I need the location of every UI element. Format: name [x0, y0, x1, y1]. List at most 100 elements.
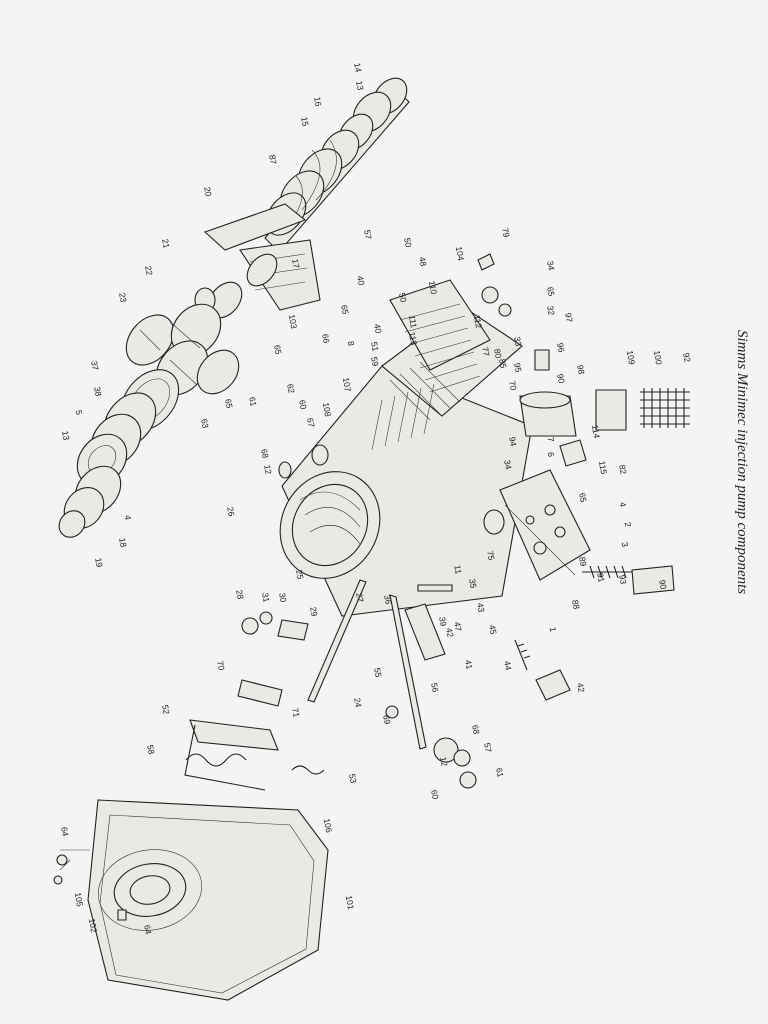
- part-number-label: 79: [500, 227, 512, 238]
- part-number-label: 55: [372, 667, 384, 678]
- part-number-label: 96: [555, 342, 567, 353]
- part-number-label: 22: [143, 265, 155, 276]
- part-number-label: 107: [341, 377, 353, 393]
- part-number-label: 8: [346, 340, 357, 347]
- part-number-label: 91: [595, 572, 607, 583]
- part-number-label: 61: [494, 767, 506, 778]
- part-number-label: 65: [545, 286, 557, 297]
- part-number-label: 70: [215, 660, 227, 671]
- part-number-label: 59: [369, 356, 381, 367]
- part-number-label: 65: [577, 492, 589, 503]
- part-number-label: 114: [590, 424, 602, 439]
- part-number-label: 13: [354, 80, 366, 91]
- part-number-label: 1: [548, 626, 559, 633]
- part-number-label: 65: [272, 344, 284, 355]
- part-number-label: 37: [89, 360, 101, 371]
- part-number-label: 65: [339, 304, 351, 315]
- part-number-label: 42: [444, 627, 456, 638]
- part-number-label: 62: [285, 383, 297, 394]
- part-number-label: 13: [60, 430, 72, 441]
- part-number-label: 26: [225, 506, 237, 517]
- part-number-label: 102: [87, 918, 99, 934]
- part-number-label: 57: [482, 742, 494, 753]
- part-number-label: 70: [507, 380, 519, 391]
- part-number-label: 44: [502, 660, 514, 671]
- part-number-label: 34: [545, 260, 557, 271]
- part-number-label: 32: [545, 305, 557, 316]
- pump-housing: [278, 279, 591, 617]
- part-number-label: 51: [369, 341, 381, 352]
- part-number-label: 57: [362, 229, 374, 240]
- part-number-label: 16: [312, 96, 324, 107]
- part-number-label: 65: [223, 398, 235, 409]
- part-number-label: 98: [575, 364, 587, 375]
- figure-caption: Simms Minimec injection pump components: [734, 330, 750, 594]
- part-number-label: 7: [546, 436, 557, 443]
- part-number-label: 90: [555, 373, 567, 384]
- part-number-label: 95: [512, 362, 524, 373]
- part-number-label: 21: [160, 238, 172, 249]
- part-number-label: 80: [492, 348, 504, 359]
- part-number-label: 31: [260, 592, 272, 603]
- part-number-label: 53: [347, 773, 359, 784]
- part-number-label: 88: [570, 599, 582, 610]
- part-number-label: 42: [575, 682, 587, 693]
- part-number-label: 112: [472, 314, 484, 329]
- end-cover: [53, 799, 329, 1001]
- part-number-label: 14: [352, 62, 364, 73]
- part-number-label: 90: [657, 579, 669, 590]
- part-number-label: 28: [234, 589, 246, 600]
- part-number-label: 85: [497, 358, 509, 369]
- part-number-label: 64: [59, 826, 71, 837]
- part-number-label: 18: [117, 537, 129, 548]
- part-number-label: 113: [407, 331, 419, 346]
- part-number-label: 64: [142, 924, 154, 935]
- part-number-label: 110: [427, 280, 439, 295]
- control-levers: [184, 579, 477, 791]
- part-number-label: 61: [247, 396, 259, 407]
- part-number-label: 27: [354, 592, 366, 603]
- part-number-label: 20: [202, 186, 214, 197]
- part-number-label: 25: [294, 569, 306, 580]
- part-number-label: 66: [320, 333, 332, 344]
- part-number-label: 68: [259, 448, 271, 459]
- part-number-label: 97: [563, 312, 575, 323]
- part-number-label: 2: [623, 521, 634, 528]
- part-number-label: 52: [160, 704, 172, 715]
- part-number-label: 41: [463, 659, 475, 670]
- part-number-label: 87: [267, 154, 279, 165]
- camshaft-assembly: [58, 77, 410, 538]
- part-number-label: 75: [485, 550, 497, 561]
- part-number-label: 50: [397, 292, 409, 303]
- part-number-label: 101: [344, 895, 356, 911]
- part-number-label: 19: [93, 557, 105, 568]
- part-number-label: 89: [577, 556, 589, 567]
- part-number-label: 77: [480, 346, 492, 357]
- part-number-label: 4: [618, 501, 629, 508]
- part-number-label: 104: [454, 246, 466, 262]
- part-number-label: 58: [145, 744, 157, 755]
- part-number-label: 92: [681, 352, 693, 363]
- part-number-label: 3: [620, 541, 631, 548]
- part-number-label: 34: [502, 459, 514, 470]
- part-number-label: 109: [625, 350, 637, 366]
- part-number-label: 115: [597, 460, 609, 475]
- part-number-label: 93: [617, 574, 629, 585]
- part-number-label: 48: [417, 256, 429, 267]
- part-number-label: 15: [299, 116, 311, 127]
- part-number-label: 111: [407, 314, 419, 329]
- part-number-label: 69: [381, 714, 393, 725]
- part-number-label: 103: [287, 314, 299, 330]
- part-number-label: 35: [467, 578, 479, 589]
- part-number-label: 105: [73, 892, 85, 908]
- part-number-label: 63: [199, 418, 211, 429]
- governor-parts: [477, 253, 690, 701]
- part-number-label: 17: [290, 258, 302, 269]
- part-number-label: 5: [74, 409, 85, 416]
- part-number-label: 60: [297, 399, 309, 410]
- part-number-label: 24: [352, 697, 364, 708]
- part-number-label: 40: [372, 323, 384, 334]
